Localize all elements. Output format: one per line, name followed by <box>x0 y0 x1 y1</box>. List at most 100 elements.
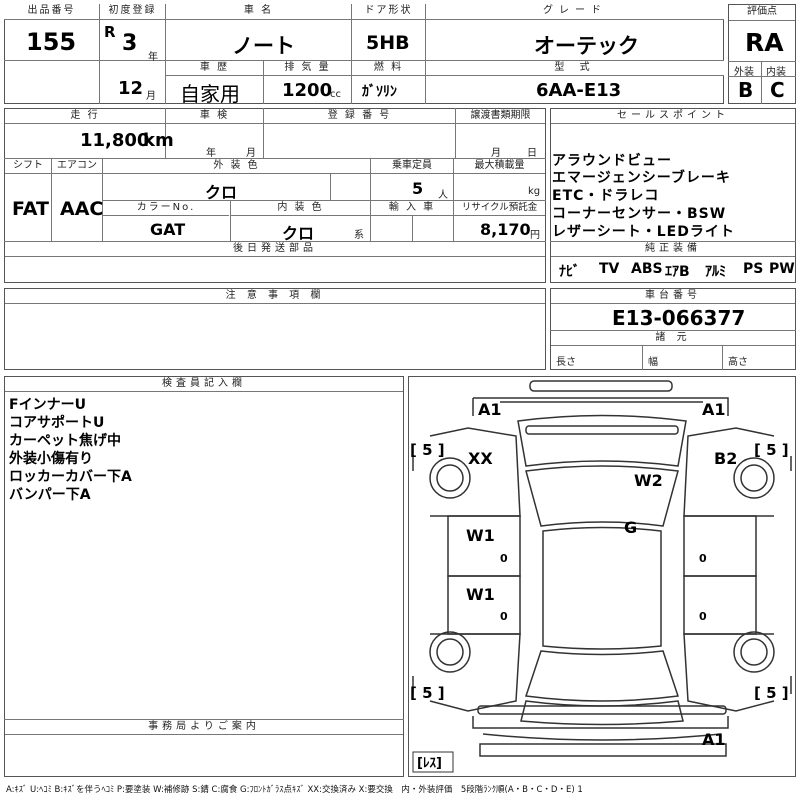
score: RA <box>745 28 784 57</box>
diagram-block <box>408 376 796 777</box>
displacement-label: 排 気 量 <box>264 61 351 76</box>
model-label: 型 式 <box>426 61 724 76</box>
mark-roof: W2 <box>634 471 663 490</box>
genuine-5: ｱﾙﾐ <box>705 264 726 280</box>
door-zero-4: 0 <box>699 610 707 623</box>
int-color: クロ <box>282 224 315 243</box>
first-reg-era: R <box>104 23 116 41</box>
car-name-label: 車 名 <box>166 4 351 20</box>
sales-point-4: コーナーセンサー・BSW <box>552 206 727 222</box>
grade-label: グレード <box>426 4 724 20</box>
inspector-note-1: FインナーU <box>9 397 86 413</box>
car-outline <box>412 380 792 757</box>
office-label: 事務局よりご案内 <box>5 720 403 735</box>
door-cell: ドア形状 5HB <box>352 4 426 61</box>
exterior-grade: B <box>738 78 754 102</box>
spec-height: 高さ <box>728 357 748 368</box>
fuel-label: 燃 料 <box>352 61 425 76</box>
displacement-cell: 排 気 量 1200 cc <box>264 61 352 104</box>
maxload-unit: kg <box>528 186 541 197</box>
mark-right-fender: B2 <box>714 449 737 468</box>
notes-block <box>4 288 546 370</box>
transfer-day-unit: 日 <box>527 148 537 159</box>
interior-grade: C <box>770 78 785 102</box>
inspection-year-unit: 年 <box>206 148 216 159</box>
footer-legend: A:ｷｽﾞ U:ﾍｺﾐ B:ｷｽﾞを伴うﾍｺﾐ P:要塗装 W:補修跡 S:錆 … <box>6 785 583 795</box>
interior-label: 内装 <box>766 67 786 78</box>
history-cell: 車 歴 自家用 <box>166 61 264 106</box>
shift-label: シフト <box>5 159 51 174</box>
model-code: 6AA-E13 <box>536 80 622 101</box>
car-name-cell: 車 名 ノート <box>166 4 352 61</box>
vehicle-info-block <box>4 108 546 283</box>
tire-bottom-left: [ 5 ] <box>410 684 445 702</box>
score-block <box>728 4 796 104</box>
ext-color: クロ <box>205 183 238 202</box>
inspector-note-5: ロッカーカバー下A <box>9 469 132 485</box>
genuine-label: 純正装備 <box>551 242 795 257</box>
recycle-unit: 円 <box>530 230 540 241</box>
mark-left-front-door: W1 <box>466 526 495 545</box>
capacity-unit: 人 <box>438 190 448 201</box>
spare-tire: [ﾚｽ] <box>417 756 442 771</box>
history-label: 車 歴 <box>166 61 263 76</box>
capacity: 5 <box>412 179 424 198</box>
fuel: ｶﾞｿﾘﾝ <box>362 84 397 100</box>
fuel-cell: 燃 料 ｶﾞｿﾘﾝ <box>352 61 426 104</box>
lot-cell: 出品番号 155 <box>4 4 100 61</box>
history: 自家用 <box>180 82 240 106</box>
chassis-block <box>550 288 796 370</box>
displacement-unit: cc <box>330 89 341 100</box>
regno-label: 登 録 番 号 <box>264 109 455 124</box>
genuine-4: ｴｱB <box>665 264 690 280</box>
lot-blank-cell <box>4 61 100 104</box>
genuine-1: ﾅﾋﾞ <box>559 264 580 280</box>
exterior-label: 外装 <box>734 67 754 78</box>
mark-glass: G <box>624 518 637 537</box>
door-label: ドア形状 <box>352 4 425 20</box>
tire-top-left: [ 5 ] <box>410 441 445 459</box>
chassis-number: E13-066377 <box>612 306 746 330</box>
first-reg-year-unit: 年 <box>148 52 158 63</box>
delayed-parts-label: 後日発送部品 <box>5 242 545 257</box>
chassis-label: 車台番号 <box>551 289 795 304</box>
mark-left-rear-door: W1 <box>466 585 495 604</box>
inspector-note-6: バンパー下A <box>9 487 91 503</box>
model-cell: 型 式 6AA-E13 <box>426 61 724 104</box>
genuine-2: TV <box>599 261 620 277</box>
car-diagram: A1 A1 XX B2 W2 G W1 W1 A1 [ 5 ] [ 5 ] [ … <box>410 380 792 773</box>
color-no: GAT <box>150 220 186 239</box>
lot-number: 155 <box>26 28 77 56</box>
int-color-label: 内 装 色 <box>231 201 370 216</box>
score-label: 評価点 <box>729 5 795 21</box>
int-color-unit: 系 <box>354 230 364 241</box>
recycle-label: リサイクル預託金 <box>454 201 545 216</box>
sales-point-3: ETC・ドラレコ <box>552 188 660 204</box>
sales-points-block <box>550 108 796 283</box>
inspector-block <box>4 376 404 777</box>
mark-front-left: A1 <box>478 400 502 419</box>
import-label: 輸 入 車 <box>371 201 453 216</box>
sales-point-1: アラウンドビュー <box>552 153 672 169</box>
first-reg-label: 初度登録 <box>100 4 165 20</box>
spec-length: 長さ <box>556 357 576 368</box>
ac: AAC <box>60 198 104 220</box>
first-reg-month-cell: 12 月 <box>100 61 166 104</box>
maxload-label: 最大積載量 <box>454 159 545 174</box>
spec-width: 幅 <box>648 357 658 368</box>
recycle-fee: 8,170 <box>480 220 531 239</box>
genuine-3: ABS <box>631 261 663 277</box>
first-reg-month: 12 <box>118 78 144 99</box>
specs-label: 諸 元 <box>551 331 795 346</box>
inspection-label: 車 検 <box>166 109 263 124</box>
mark-left-fender: XX <box>468 449 493 468</box>
lot-label: 出品番号 <box>4 4 99 20</box>
transfer-label: 譲渡書類期限 <box>456 109 545 124</box>
grade: オーテック <box>534 34 639 58</box>
door-zero-1: 0 <box>500 552 508 565</box>
shift: FAT <box>12 198 49 220</box>
genuine-6: PS <box>743 261 764 277</box>
mileage-unit: km <box>143 130 174 151</box>
notes-label: 注 意 事 項 欄 <box>5 289 545 304</box>
door-zero-3: 0 <box>500 610 508 623</box>
